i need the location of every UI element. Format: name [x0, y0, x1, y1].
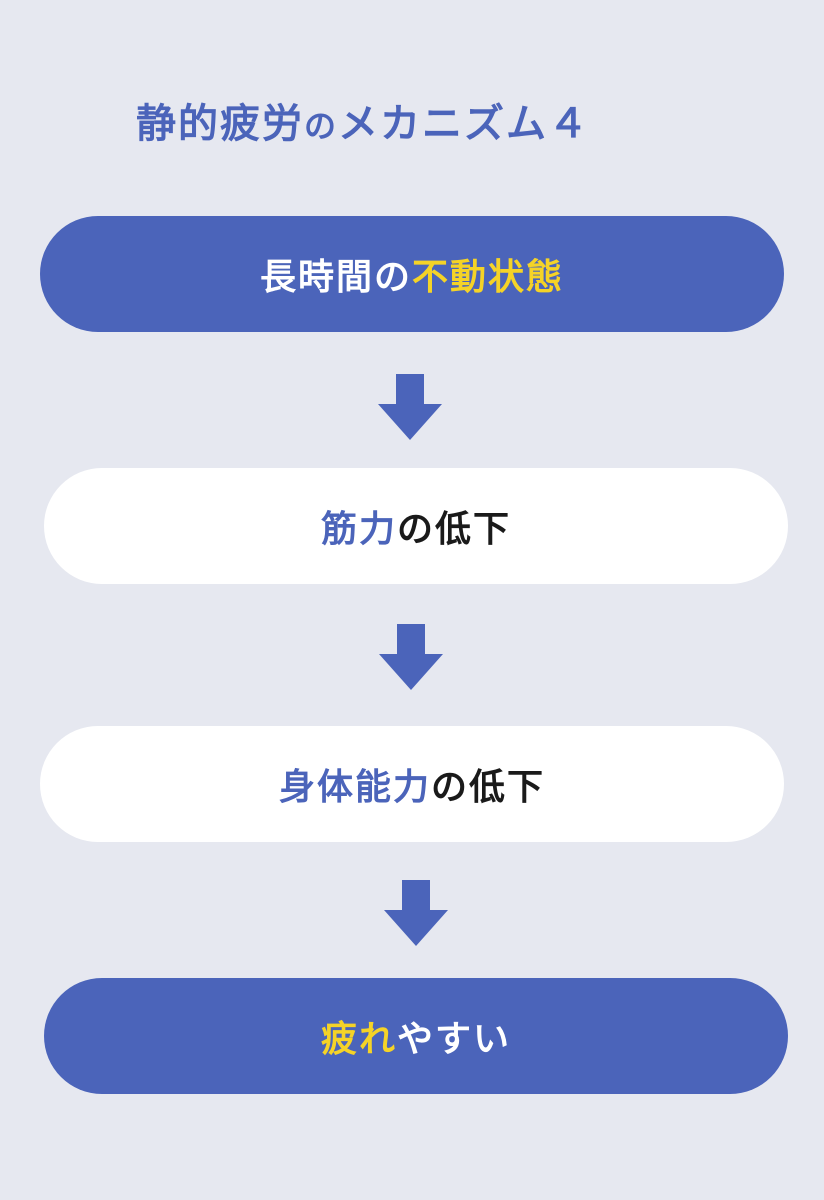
down-arrow-icon	[378, 374, 442, 440]
down-arrow-icon	[384, 880, 448, 946]
step-1-box: 長時間の不動状態	[40, 216, 784, 332]
step-1-label-prefix: 長時間の	[259, 257, 412, 298]
title-rest: メカニズム４	[338, 101, 591, 147]
title-particle: の	[304, 107, 339, 145]
step-3-label-highlight: 身体能力	[278, 767, 431, 808]
step-4-box: 疲れやすい	[44, 978, 788, 1094]
step-2-label-highlight: 筋力	[320, 509, 397, 550]
step-3-box: 身体能力の低下	[40, 726, 784, 842]
down-arrow-icon	[379, 624, 443, 690]
step-4-label-highlight: 疲れ	[320, 1019, 397, 1060]
step-4-label-suffix: やすい	[397, 1019, 512, 1060]
step-2-label-suffix: の低下	[397, 509, 512, 550]
step-1-label-highlight: 不動状態	[412, 257, 565, 298]
title-main: 静的疲労	[136, 101, 304, 147]
step-3-label-suffix: の低下	[431, 767, 546, 808]
page-title: 静的疲労のメカニズム４	[136, 92, 590, 158]
step-2-box: 筋力の低下	[44, 468, 788, 584]
